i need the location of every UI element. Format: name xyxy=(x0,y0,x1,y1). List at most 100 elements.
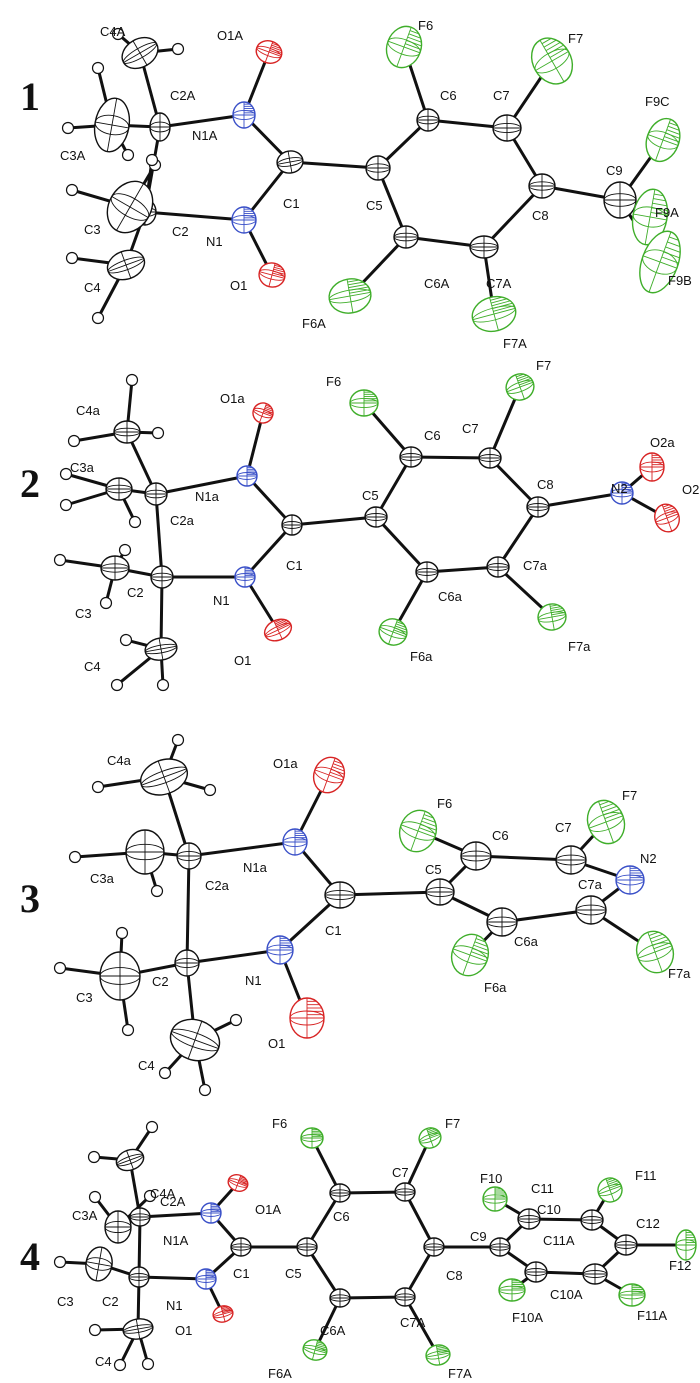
atom-label: O1 xyxy=(175,1323,192,1338)
atom-label: C3A xyxy=(60,148,86,163)
atom-c-ellipsoid xyxy=(394,1182,416,1202)
atom-label: C4a xyxy=(107,753,132,768)
atom-label: C2A xyxy=(160,1194,186,1209)
atom-o-ellipsoid xyxy=(263,618,293,642)
atom-c-ellipsoid xyxy=(85,1246,113,1282)
atom-label: F11A xyxy=(637,1308,667,1323)
atom-o-ellipsoid xyxy=(227,1174,249,1192)
atom-label: C3 xyxy=(84,222,101,237)
hydrogen-atom xyxy=(113,1358,127,1372)
atom-label: C4 xyxy=(95,1354,112,1369)
hydrogen-atom xyxy=(65,251,79,265)
atom-label: C6a xyxy=(438,589,463,604)
atom-f-ellipsoid xyxy=(618,1283,646,1307)
atom-label: C8 xyxy=(532,208,549,223)
atom-c-ellipsoid xyxy=(121,36,159,70)
hydrogen-atom xyxy=(145,153,159,167)
atom-o-ellipsoid xyxy=(258,262,286,288)
atom-f-ellipsoid xyxy=(597,1177,623,1203)
hydrogen-atom xyxy=(119,633,133,647)
atom-c-ellipsoid xyxy=(489,1237,511,1257)
atom-f-ellipsoid xyxy=(471,295,517,333)
atom-label: C4A xyxy=(100,24,126,39)
atom-n-ellipsoid xyxy=(282,828,308,856)
atom-n-ellipsoid xyxy=(195,1268,217,1290)
bond xyxy=(305,1191,342,1249)
atom-c-ellipsoid xyxy=(129,1207,151,1227)
atom-label: O1A xyxy=(255,1202,281,1217)
hydrogen-atom xyxy=(88,1190,102,1204)
atom-label: C6a xyxy=(514,934,539,949)
atom-f-ellipsoid xyxy=(302,1339,328,1361)
bond-layer xyxy=(58,1125,688,1367)
atom-f-ellipsoid xyxy=(537,603,567,631)
hydrogen-atom xyxy=(198,1083,212,1097)
atom-label: C6 xyxy=(492,828,509,843)
atom-label: C6 xyxy=(440,88,457,103)
atom-c-ellipsoid xyxy=(106,180,154,234)
atom-c-ellipsoid xyxy=(364,506,388,528)
hydrogen-atom xyxy=(68,850,82,864)
atom-c-ellipsoid xyxy=(174,949,200,977)
atom-f-ellipsoid xyxy=(482,1186,508,1212)
atom-c-ellipsoid xyxy=(329,1183,351,1203)
atom-c-ellipsoid xyxy=(169,1018,221,1062)
atom-c-ellipsoid xyxy=(149,112,171,142)
label-layer: C1N1aO1aN1O1C2aC2C4aC3aC3C4C5C6C7N2C7aC6… xyxy=(76,753,691,1073)
bond xyxy=(245,411,265,478)
atom-label: C4a xyxy=(76,403,101,418)
atom-label: C3 xyxy=(75,606,92,621)
panel-number-1: 1 xyxy=(20,74,40,119)
atom-label: N2 xyxy=(640,851,657,866)
atom-layer xyxy=(53,733,675,1097)
atom-label: F7a xyxy=(568,639,591,654)
hydrogen-atom xyxy=(229,1013,243,1027)
atom-label: C10 xyxy=(537,1202,561,1217)
atom-label: C6A xyxy=(320,1323,346,1338)
atom-label: F7 xyxy=(622,788,637,803)
atom-o-ellipsoid xyxy=(312,756,346,794)
atom-label: F6a xyxy=(484,980,507,995)
bond xyxy=(425,565,500,574)
bond xyxy=(143,210,246,222)
bond xyxy=(488,456,540,509)
hydrogen-atom xyxy=(121,1023,135,1037)
atom-label: O1 xyxy=(234,653,251,668)
hydrogen-atom xyxy=(203,783,217,797)
atom-c-ellipsoid xyxy=(144,482,168,506)
atom-label: O1a xyxy=(273,756,298,771)
atom-f-ellipsoid xyxy=(639,230,681,294)
atom-label: C7A xyxy=(486,276,512,291)
atom-f-ellipsoid xyxy=(385,25,423,69)
atom-label: F7 xyxy=(536,358,551,373)
atom-label: O1 xyxy=(268,1036,285,1051)
atom-label: C7A xyxy=(400,1315,426,1330)
atom-c-ellipsoid xyxy=(113,420,141,444)
atom-c-ellipsoid xyxy=(324,881,356,909)
atom-label: O1A xyxy=(217,28,243,43)
bond xyxy=(374,455,413,519)
atom-layer xyxy=(61,25,681,333)
hydrogen-atom xyxy=(125,373,139,387)
atom-c-ellipsoid xyxy=(526,496,550,518)
atom-label: C3a xyxy=(90,871,115,886)
hydrogen-atom xyxy=(53,961,67,975)
hydrogen-atom xyxy=(59,467,73,481)
atom-c-ellipsoid xyxy=(176,842,202,870)
hydrogen-atom xyxy=(171,42,185,56)
atom-label: F11 xyxy=(635,1168,656,1183)
atom-label: N1 xyxy=(206,234,223,249)
atom-label: C5 xyxy=(285,1266,302,1281)
atom-label: O1a xyxy=(220,391,245,406)
atom-c-ellipsoid xyxy=(329,1288,351,1308)
bond xyxy=(138,1211,213,1219)
atom-label: F9C xyxy=(645,94,670,109)
atom-n-ellipsoid xyxy=(200,1202,222,1224)
atom-label: C2 xyxy=(102,1294,119,1309)
atom-label: N1 xyxy=(213,593,230,608)
bond xyxy=(482,184,544,249)
atom-label: C4 xyxy=(84,659,101,674)
atom-o-ellipsoid xyxy=(654,503,680,533)
hydrogen-atom xyxy=(150,884,164,898)
structure-panel-4: 4 C1N1AO1AN1O1C2AC2C4AC3AC3C4C5C6C7C8C7A… xyxy=(20,1116,697,1381)
